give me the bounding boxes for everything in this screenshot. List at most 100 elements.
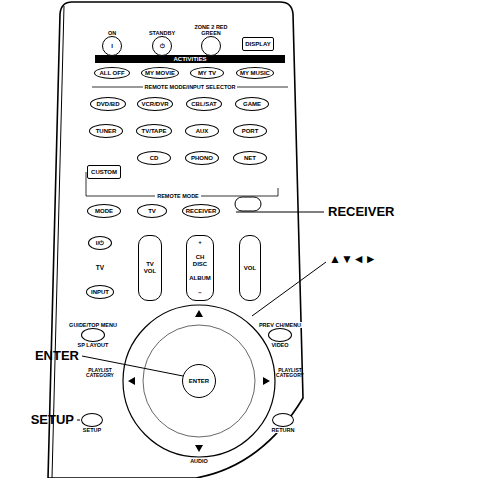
input-button: CBL/SAT [186, 97, 222, 111]
button-face: NET [244, 155, 256, 162]
button-text: TV/TAPE [142, 128, 167, 135]
standby-button: ⏻STANDBY [152, 36, 172, 56]
group-title: ACTIVITIES [171, 56, 208, 63]
button-text: NET [244, 155, 256, 162]
button-face: +CH DISCALBUM− [189, 239, 211, 297]
button-caption: GUIDE/TOP MENU [68, 322, 118, 328]
dpad-inner-ring [143, 325, 255, 437]
power-button: ION [102, 36, 122, 56]
button-text: ALL OFF [99, 70, 124, 77]
button-text: I/⏻ [96, 240, 104, 247]
callout-label: ▲▼◄► [329, 253, 377, 266]
input-button: PORT [233, 124, 267, 138]
input-button: AUX [185, 124, 219, 138]
menu-button: GUIDE/TOP MENUSP LAYOUT [81, 328, 105, 342]
button-caption: STANDBY [148, 30, 176, 36]
button-face: GAME [243, 101, 261, 108]
button-text: ENTER [189, 378, 209, 385]
button-face: VCR/DVR [141, 101, 168, 108]
callout-label: SETUP [31, 413, 74, 427]
button-text: CBL/SAT [191, 101, 217, 108]
button-text: PHONO [191, 155, 213, 162]
button-label: PLAYLIST CATEGORY [275, 368, 305, 379]
button-caption: PREV CH/MENU [258, 322, 302, 328]
button-caption: VIDEO [270, 342, 289, 348]
remote-edge [52, 6, 64, 478]
button-face: I [111, 43, 113, 50]
input-button: PHONO [185, 151, 219, 165]
button-face: DISPLAY [245, 41, 270, 48]
button-face: MODE [95, 208, 113, 215]
button-face: ENTER [189, 378, 209, 385]
dpad-ring [123, 305, 275, 457]
blank-button [235, 197, 261, 211]
button-text: GAME [243, 101, 261, 108]
button-face: INPUT [91, 289, 109, 296]
button-face: VOL [244, 265, 256, 272]
input-button: GAME [235, 97, 269, 111]
group-title: TV [96, 264, 104, 271]
button-face: ALL OFF [99, 70, 124, 77]
callout-label: ENTER [35, 349, 79, 363]
leader-line [77, 420, 80, 421]
button-face: TV [148, 208, 156, 215]
custom-button: CUSTOM [87, 165, 121, 179]
volume-rocker: TV VOL [138, 235, 162, 301]
input-button: CD [137, 151, 171, 165]
button-text: TUNER [96, 128, 117, 135]
button-text: VCR/DVR [141, 101, 168, 108]
input-button: TV/TAPE [136, 124, 172, 138]
button-caption: RETURN [271, 427, 296, 433]
button-text: TV [148, 208, 156, 215]
activities-bar [95, 55, 285, 63]
button-text: RECEIVER [186, 208, 217, 215]
button-face: DVD/BD [96, 101, 119, 108]
mode-button: TV [137, 204, 167, 218]
button-text: MODE [95, 208, 113, 215]
button-face: CUSTOM [91, 169, 117, 176]
tv-power-button: I/⏻ [88, 236, 112, 250]
button-text: MY TV [198, 70, 216, 77]
group-title: REMOTE MODE/INPUT SELECTOR [143, 84, 238, 90]
button-text: DISPLAY [245, 41, 270, 48]
button-caption: SP LAYOUT [77, 342, 110, 348]
button-face: RECEIVER [186, 208, 217, 215]
button-caption: SETUP [82, 427, 102, 433]
input-button: DVD/BD [90, 97, 126, 111]
button-face: TV/TAPE [142, 128, 167, 135]
button-label: AUDIO [190, 458, 208, 464]
button-caption: ZONE 2 RED GREEN [193, 24, 229, 36]
channel-rocker: +CH DISCALBUM− [186, 235, 214, 301]
enter-button: ENTER [182, 364, 216, 398]
activity-button: MY MUSIC [236, 67, 274, 79]
menu-button: PREV CH/MENUVIDEO [268, 328, 292, 342]
button-face: TV VOL [141, 261, 159, 275]
button-text: − [198, 290, 202, 297]
mode-button: RECEIVER [182, 204, 220, 218]
button-text: CH DISC [189, 254, 211, 268]
button-label: PLAYLIST CATEGORY [85, 368, 115, 379]
button-face: ⏻ [160, 43, 165, 50]
leader-line [236, 212, 324, 213]
remote-body [48, 2, 303, 478]
button-face: CBL/SAT [191, 101, 217, 108]
button-face: MY MOVIE [145, 70, 175, 77]
button-face: PHONO [191, 155, 213, 162]
button-text: INPUT [91, 289, 109, 296]
button-text: CD [150, 155, 159, 162]
input-button: VCR/DVR [137, 97, 173, 111]
activity-button: MY MOVIE [141, 67, 179, 79]
button-text: CUSTOM [91, 169, 117, 176]
activity-button: MY TV [190, 67, 224, 79]
button-text: PORT [242, 128, 259, 135]
button-text: I [111, 43, 113, 50]
leader-line [252, 262, 326, 316]
callout-label: RECEIVER [328, 205, 394, 219]
setup-button: SETUP [81, 413, 103, 427]
button-text: MY MUSIC [240, 70, 270, 77]
mode-button: MODE [87, 204, 121, 218]
button-text: VOL [244, 265, 256, 272]
button-face: AUX [196, 128, 209, 135]
button-text: DVD/BD [96, 101, 119, 108]
activity-button: ALL OFF [94, 67, 130, 79]
